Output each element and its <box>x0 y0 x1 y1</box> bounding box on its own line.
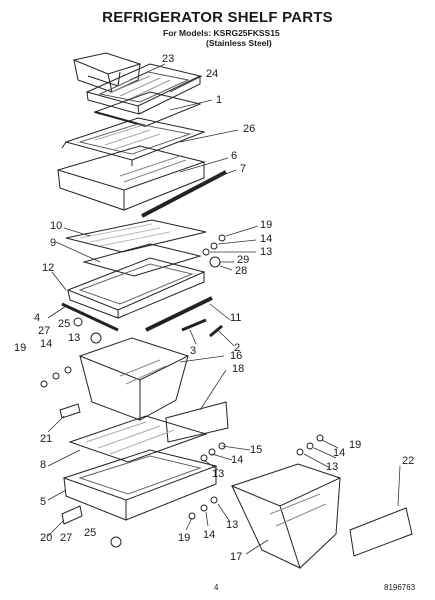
part-clip-21 <box>60 404 80 418</box>
callout-19-left: 19 <box>14 342 27 354</box>
callout-19-right: 19 <box>349 439 362 451</box>
callout-7: 7 <box>240 163 247 175</box>
callout-14: 14 <box>260 233 273 245</box>
leader-lines <box>48 64 400 554</box>
callout-1: 1 <box>216 94 223 106</box>
callout-13-right: 13 <box>326 461 339 473</box>
callout-20: 20 <box>40 532 53 544</box>
part-clip-20 <box>62 506 82 524</box>
callout-14-left: 14 <box>40 338 53 350</box>
part-glass-10 <box>66 220 206 252</box>
part-glass-shelf-8 <box>70 416 206 462</box>
part-bracket-2 <box>210 326 222 336</box>
callout-17: 17 <box>230 551 243 563</box>
part-crisper-drawer-16 <box>80 338 188 420</box>
callout-5: 5 <box>40 496 47 508</box>
callout-27-bottom: 27 <box>60 532 73 544</box>
callout-8: 8 <box>40 459 47 471</box>
document-number: 8196763 <box>384 583 416 592</box>
callout-13-bottom: 13 <box>226 519 239 531</box>
callout-18: 18 <box>232 363 245 375</box>
part-lower-frame-5 <box>64 450 216 520</box>
callout-21: 21 <box>40 433 53 445</box>
page-number: 4 <box>214 583 219 592</box>
finish-line: (Stainless Steel) <box>206 38 272 48</box>
part-frame-9 <box>84 244 200 276</box>
callout-2: 2 <box>234 342 241 354</box>
callout-15: 15 <box>250 444 263 456</box>
callout-25-bottom: 25 <box>84 527 97 539</box>
callout-19: 19 <box>260 219 273 231</box>
callout-19-bottom: 19 <box>178 532 191 544</box>
part-glass-shelf-26 <box>62 118 204 166</box>
callout-14-right: 14 <box>333 447 346 459</box>
callout-25: 25 <box>58 318 71 330</box>
page-title: REFRIGERATOR SHELF PARTS <box>102 9 333 26</box>
callout-3: 3 <box>190 345 197 357</box>
callout-13-mid: 13 <box>212 468 225 480</box>
callout-23: 23 <box>162 53 175 65</box>
part-shelf-24 <box>87 64 200 114</box>
callout-4: 4 <box>34 312 41 324</box>
part-bracket-3 <box>182 320 206 330</box>
part-drawer-front-22 <box>350 508 412 556</box>
part-crisper-cover-6 <box>58 146 204 210</box>
callout-14-mid: 14 <box>231 454 244 466</box>
callout-27: 27 <box>38 325 51 337</box>
callout-24: 24 <box>206 68 219 80</box>
callout-29: 29 <box>237 254 250 266</box>
callout-16: 16 <box>230 350 243 362</box>
models-line: For Models: KSRG25FKSS15 <box>163 28 280 38</box>
callout-13: 13 <box>260 246 273 258</box>
callout-9: 9 <box>50 237 57 249</box>
callout-28: 28 <box>235 265 248 277</box>
part-rail-11 <box>146 298 212 330</box>
callout-14-bottom: 14 <box>203 529 216 541</box>
callout-22: 22 <box>402 455 415 467</box>
part-bracket-1 <box>95 92 200 126</box>
fasteners <box>41 235 323 547</box>
callout-10: 10 <box>50 220 63 232</box>
callout-13-left: 13 <box>68 332 81 344</box>
part-crisper-frame-12 <box>68 258 204 318</box>
part-drawer-front-18 <box>166 402 228 442</box>
callout-11: 11 <box>230 312 242 324</box>
part-rail-4 <box>62 304 118 330</box>
callout-12: 12 <box>42 262 55 274</box>
callout-6: 6 <box>231 150 238 162</box>
part-large-drawer-17 <box>232 464 340 568</box>
callout-26: 26 <box>243 123 256 135</box>
